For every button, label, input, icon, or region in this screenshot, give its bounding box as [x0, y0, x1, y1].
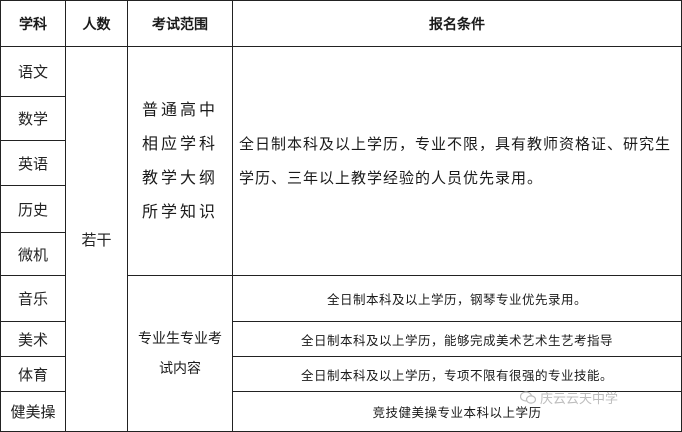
watermark-text: 庆云云天中学	[540, 392, 619, 407]
wechat-icon	[520, 390, 536, 404]
subject-history: 历史	[0, 185, 66, 233]
scope-general: 普通高中相应学科教学大纲所学知识	[127, 46, 233, 276]
subject-chinese: 语文	[0, 46, 66, 97]
scope-special: 专业生专业考试内容	[127, 275, 233, 432]
header-count: 人数	[65, 0, 128, 47]
subject-math: 数学	[0, 96, 66, 141]
header-scope: 考试范围	[127, 0, 233, 47]
watermark: 庆云云天中学	[520, 388, 618, 407]
condition-pe: 全日制本科及以上学历，专项不限有很强的专业技能。	[232, 356, 682, 392]
condition-art: 全日制本科及以上学历，能够完成美术艺术生艺考指导	[232, 321, 682, 357]
condition-music: 全日制本科及以上学历，钢琴专业优先录用。	[232, 275, 682, 322]
subject-aerobics: 健美操	[0, 391, 66, 432]
subject-english: 英语	[0, 140, 66, 186]
header-conditions: 报名条件	[232, 0, 682, 47]
header-subject: 学科	[0, 0, 66, 47]
subject-art: 美术	[0, 321, 66, 357]
count-value: 若干	[65, 46, 128, 432]
subject-pe: 体育	[0, 356, 66, 392]
subject-music: 音乐	[0, 275, 66, 322]
condition-general: 全日制本科及以上学历，专业不限，具有教师资格证、研究生学历、三年以上教学经验的人…	[232, 46, 682, 276]
subject-computer: 微机	[0, 232, 66, 276]
condition-aerobics: 竞技健美操专业本科以上学历	[232, 391, 682, 432]
